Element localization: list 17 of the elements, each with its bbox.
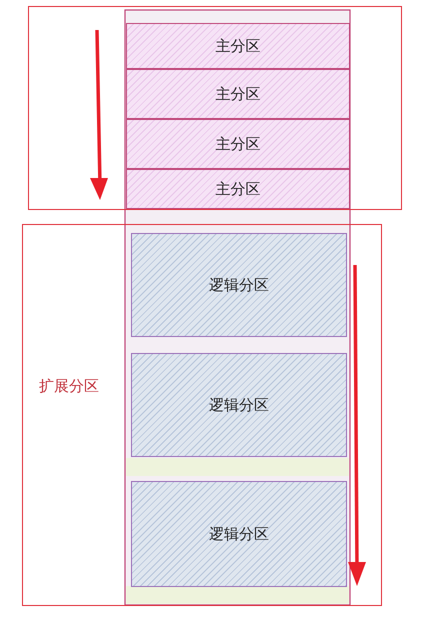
partition-label: 主分区 [216, 84, 260, 104]
partition-block [126, 169, 350, 209]
partition-label: 逻辑分区 [209, 524, 269, 544]
partition-block [131, 353, 347, 457]
partition-label: 主分区 [216, 134, 260, 154]
partition-label: 主分区 [216, 36, 260, 56]
partition-label: 逻辑分区 [209, 396, 269, 414]
group-frame [28, 6, 402, 210]
partition-block [131, 481, 347, 587]
partition-block [126, 119, 350, 169]
partition-block [126, 69, 350, 119]
partition-label: 逻辑分区 [209, 276, 269, 294]
partition-label: 主分区 [216, 180, 260, 198]
partition-block [126, 23, 350, 69]
partition-block [131, 233, 347, 337]
group-frame [22, 224, 382, 606]
partition-label: 扩展分区 [39, 377, 99, 396]
